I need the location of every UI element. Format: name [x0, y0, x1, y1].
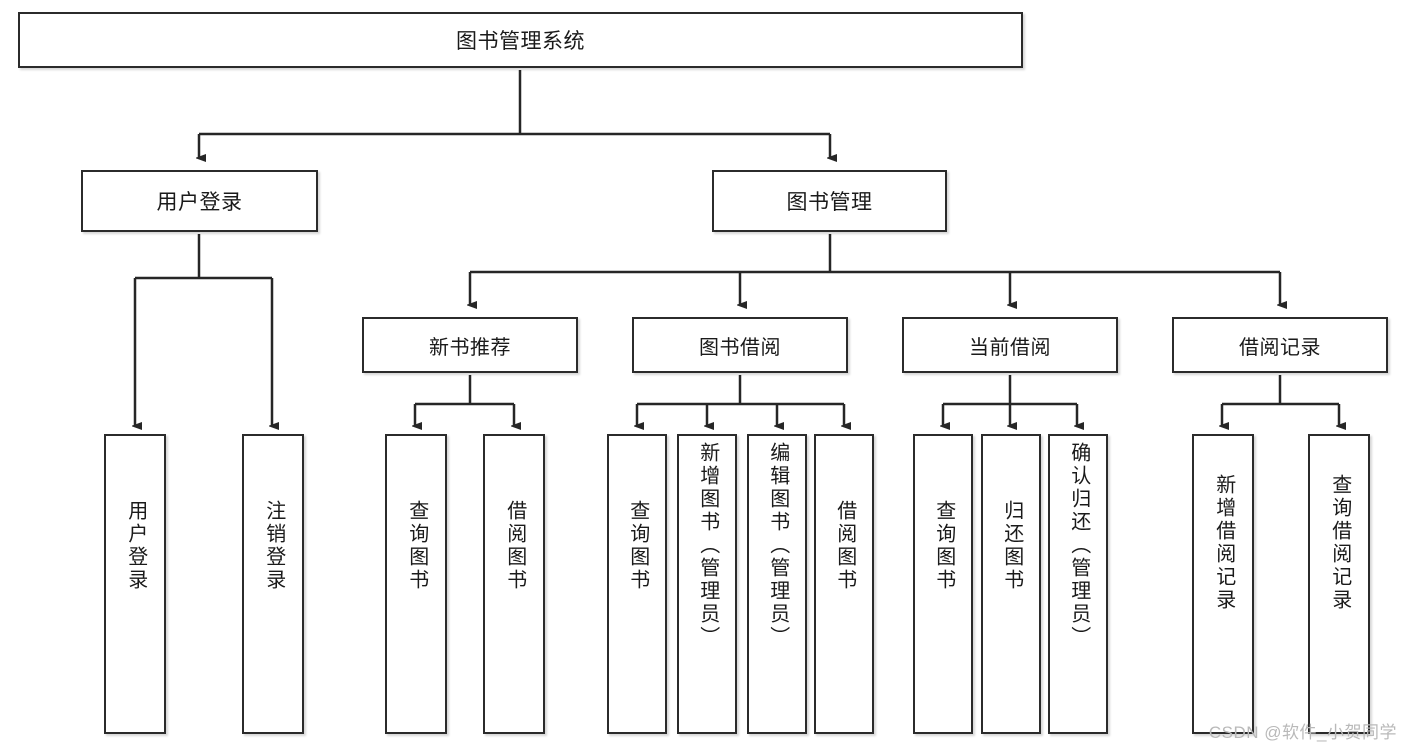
- node-leaf-query-record-label: 查询借阅记录: [1328, 474, 1351, 612]
- node-leaf-edit-book-label: 编辑图书（管理员）: [766, 442, 789, 649]
- node-leaf-confirm-return-label: 确认归还（管理员）: [1067, 442, 1090, 649]
- node-leaf-query-book-3-label: 查询图书: [932, 500, 955, 592]
- node-leaf-query-book-2-label: 查询图书: [626, 500, 649, 592]
- node-leaf-confirm-return[interactable]: 确认归还（管理员）: [1048, 434, 1108, 734]
- node-leaf-return-book-label: 归还图书: [1000, 500, 1023, 592]
- node-leaf-return-book[interactable]: 归还图书: [981, 434, 1041, 734]
- node-book-borrow[interactable]: 图书借阅: [632, 317, 848, 373]
- node-leaf-add-record[interactable]: 新增借阅记录: [1192, 434, 1254, 734]
- node-leaf-user-logout[interactable]: 注销登录: [242, 434, 304, 734]
- node-root-label: 图书管理系统: [456, 30, 585, 53]
- node-leaf-query-book-1-label: 查询图书: [405, 500, 428, 592]
- node-current-borrow-label: 当前借阅: [969, 336, 1051, 359]
- node-user-login-label: 用户登录: [156, 191, 243, 214]
- node-root[interactable]: 图书管理系统: [18, 12, 1023, 68]
- node-leaf-borrow-book-1[interactable]: 借阅图书: [483, 434, 545, 734]
- node-leaf-edit-book[interactable]: 编辑图书（管理员）: [747, 434, 807, 734]
- node-user-login[interactable]: 用户登录: [81, 170, 318, 232]
- node-borrow-record[interactable]: 借阅记录: [1172, 317, 1388, 373]
- node-leaf-user-login[interactable]: 用户登录: [104, 434, 166, 734]
- node-leaf-query-book-1[interactable]: 查询图书: [385, 434, 447, 734]
- node-book-manage[interactable]: 图书管理: [712, 170, 947, 232]
- node-leaf-add-record-label: 新增借阅记录: [1212, 474, 1235, 612]
- node-leaf-query-record[interactable]: 查询借阅记录: [1308, 434, 1370, 734]
- csdn-watermark: CSDN @软件_小贺同学: [1208, 723, 1397, 742]
- node-new-book-recommend-label: 新书推荐: [429, 336, 511, 359]
- node-leaf-user-logout-label: 注销登录: [262, 500, 285, 592]
- node-leaf-user-login-label: 用户登录: [124, 500, 147, 592]
- node-new-book-recommend[interactable]: 新书推荐: [362, 317, 578, 373]
- node-leaf-add-book-label: 新增图书（管理员）: [696, 442, 719, 649]
- node-current-borrow[interactable]: 当前借阅: [902, 317, 1118, 373]
- node-leaf-query-book-3[interactable]: 查询图书: [913, 434, 973, 734]
- node-book-manage-label: 图书管理: [786, 191, 873, 214]
- node-leaf-borrow-book-2-label: 借阅图书: [833, 500, 856, 592]
- node-leaf-borrow-book-2[interactable]: 借阅图书: [814, 434, 874, 734]
- node-book-borrow-label: 图书借阅: [699, 336, 781, 359]
- node-borrow-record-label: 借阅记录: [1239, 336, 1321, 359]
- node-leaf-borrow-book-1-label: 借阅图书: [503, 500, 526, 592]
- node-leaf-query-book-2[interactable]: 查询图书: [607, 434, 667, 734]
- node-leaf-add-book[interactable]: 新增图书（管理员）: [677, 434, 737, 734]
